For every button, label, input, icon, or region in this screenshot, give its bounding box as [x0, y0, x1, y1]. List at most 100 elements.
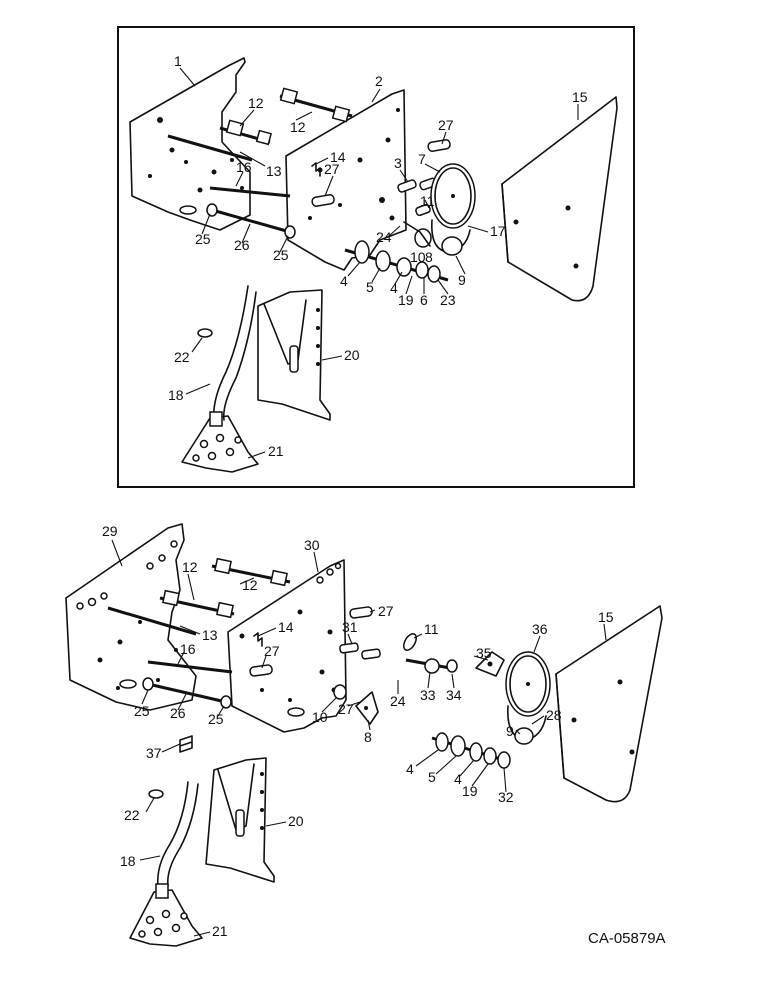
callout-l-4b: 4	[454, 771, 462, 787]
callout-u-20: 20	[344, 347, 360, 363]
callout-u-25a: 25	[195, 231, 211, 247]
callout-l-29: 29	[102, 523, 118, 539]
upper-shaft-12b	[219, 119, 273, 146]
callout-l-34: 34	[446, 687, 462, 703]
upper-washer-stack	[344, 240, 449, 283]
callout-l-8: 8	[364, 729, 372, 745]
upper-clamp-22	[197, 328, 213, 338]
callout-u-10: 10	[410, 249, 426, 265]
lower-link-11	[403, 633, 417, 651]
callout-u-24: 24	[376, 229, 392, 245]
callout-u-21: 21	[268, 443, 284, 459]
lower-left-side-plate	[65, 523, 197, 711]
callout-u-26: 26	[234, 237, 250, 253]
upper-pin-27b	[311, 194, 335, 207]
callout-u-25b: 25	[273, 247, 289, 263]
upper-opener-21	[181, 411, 259, 473]
upper-shaft-13	[167, 134, 253, 162]
callout-u-7: 7	[418, 151, 426, 167]
callout-l-22: 22	[124, 807, 140, 823]
lower-shaft-16	[147, 660, 233, 674]
callout-l-37: 37	[146, 745, 162, 761]
lower-callouts: 29 30 12 12 13 14 16 27 27 31 11 36 15 3…	[102, 523, 614, 939]
callout-l-19: 19	[462, 783, 478, 799]
upper-sprocket-assembly	[403, 221, 463, 256]
upper-leaders	[179, 67, 579, 459]
callout-u-16: 16	[236, 159, 252, 175]
callout-u-27a: 27	[438, 117, 454, 133]
callout-u-8: 8	[425, 249, 433, 265]
lower-shaft-33-34	[405, 658, 458, 674]
lower-seed-tube-18	[156, 781, 199, 887]
upper-tube-26	[206, 203, 296, 239]
callout-l-31: 31	[342, 619, 358, 635]
upper-spring-14	[311, 162, 321, 177]
callout-l-14: 14	[278, 619, 294, 635]
callout-u-27b: 27	[324, 161, 340, 177]
lower-pin-27b	[249, 664, 273, 677]
callout-l-4a: 4	[406, 761, 414, 777]
callout-l-20: 20	[288, 813, 304, 829]
upper-bracket-3	[397, 177, 437, 217]
callout-l-18: 18	[120, 853, 136, 869]
lower-assembly: 29 30 12 12 13 14 16 27 27 31 11 36 15 3…	[65, 523, 663, 947]
lower-shank-20	[205, 757, 275, 883]
callout-u-11: 11	[420, 193, 435, 209]
lower-seed-disk-36	[505, 651, 551, 717]
lower-shaft-12a	[211, 557, 291, 587]
callout-u-12b: 12	[290, 119, 306, 135]
callout-u-18: 18	[168, 387, 184, 403]
callout-u-22: 22	[174, 349, 190, 365]
callout-l-12a: 12	[182, 559, 198, 575]
callout-l-5: 5	[428, 769, 436, 785]
callout-l-28: 28	[546, 707, 562, 723]
lower-spring-14	[253, 632, 263, 647]
lower-washer-stack	[431, 732, 511, 769]
upper-callouts: 1 2 12 12 13 14 16 27 27 3 7 11 17 10 8 …	[168, 53, 588, 459]
upper-seed-disk-7	[430, 163, 476, 229]
callout-l-21: 21	[212, 923, 228, 939]
callout-u-13: 13	[266, 163, 282, 179]
callout-l-27a: 27	[378, 603, 394, 619]
lower-idler-9	[514, 727, 534, 745]
callout-u-1: 1	[174, 53, 182, 69]
upper-assembly: 1 2 12 12 13 14 16 27 27 3 7 11 17 10 8 …	[129, 53, 618, 473]
upper-seed-tube-18	[212, 285, 257, 421]
callout-u-6: 6	[420, 292, 428, 308]
callout-l-35: 35	[476, 645, 492, 661]
callout-l-25b: 25	[208, 711, 224, 727]
lower-bracket-8	[355, 691, 379, 725]
callout-u-12a: 12	[248, 95, 264, 111]
upper-cover-plate	[501, 96, 618, 302]
lower-shaft-12b	[159, 589, 235, 619]
upper-shaft-12a	[279, 87, 353, 123]
callout-l-36: 36	[532, 621, 548, 637]
lower-leaders	[111, 539, 607, 937]
callout-l-24: 24	[390, 693, 406, 709]
callout-u-15: 15	[572, 89, 588, 105]
callout-l-27b: 27	[264, 643, 280, 659]
callout-u-5: 5	[366, 279, 374, 295]
lower-washer-10	[333, 684, 347, 700]
upper-left-side-plate	[129, 57, 251, 231]
callout-u-3: 3	[394, 155, 402, 171]
callout-l-32: 32	[498, 789, 514, 805]
callout-u-9: 9	[458, 272, 466, 288]
lower-opener-21	[129, 883, 203, 947]
callout-l-11: 11	[424, 621, 439, 637]
callout-u-19: 19	[398, 292, 414, 308]
lower-hose-clamp-37	[179, 735, 193, 753]
callout-l-27c: 27	[338, 701, 354, 717]
upper-pin-27a	[427, 139, 451, 152]
lower-tube-26	[142, 677, 232, 709]
callout-l-9: 9	[506, 723, 514, 739]
callout-l-25a: 25	[134, 703, 150, 719]
lower-bearing-35	[475, 651, 505, 677]
upper-right-side-plate	[285, 89, 407, 271]
callout-u-4a: 4	[340, 273, 348, 289]
callout-l-16: 16	[180, 641, 196, 657]
callout-l-33: 33	[420, 687, 436, 703]
lower-right-side-plate	[227, 559, 347, 733]
callout-l-15: 15	[598, 609, 614, 625]
